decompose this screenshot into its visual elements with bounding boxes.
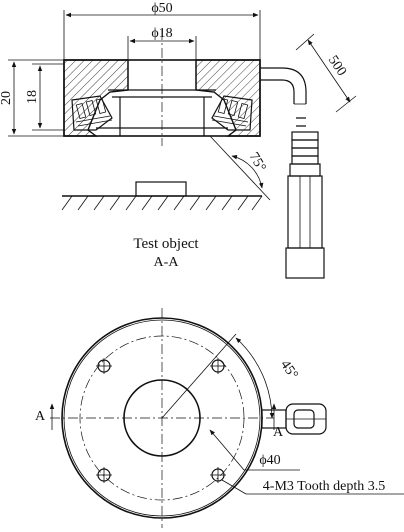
label-test-object: Test object [133, 236, 199, 252]
bolt-holes [96, 358, 226, 483]
test-object-block [135, 181, 187, 197]
label-section-marker-left: A [35, 409, 46, 424]
dim-heights [8, 59, 64, 137]
left-gauge-pocket [71, 95, 113, 131]
label-outer-diameter: ϕ50 [151, 1, 172, 16]
plan-view: ϕ40 4-M3 Tooth depth 3.5 45° A A [35, 308, 404, 528]
dim-inner-diameter [127, 36, 197, 60]
label-total-height: 20 [0, 91, 14, 105]
label-section-name: A-A [154, 255, 180, 270]
label-section-marker-right: A [273, 425, 284, 440]
cable-assembly [260, 67, 325, 279]
ground-hatch [61, 195, 263, 211]
dim-outer-diameter [63, 10, 261, 60]
right-gauge-pocket [211, 95, 253, 131]
label-plan-angle: 45° [277, 358, 301, 383]
label-inner-diameter: ϕ18 [151, 26, 172, 41]
dim-cable-length [295, 33, 357, 113]
label-body-height: 18 [25, 90, 40, 104]
label-thread-note: 4-M3 Tooth depth 3.5 [263, 479, 385, 494]
label-cable-length: 500 [325, 53, 349, 79]
label-section-angle: 75° [246, 150, 269, 174]
dim-section-angle [209, 135, 271, 201]
label-bolt-circle: ϕ40 [259, 453, 280, 468]
section-view: ϕ50 ϕ18 20 18 500 [0, 1, 357, 279]
